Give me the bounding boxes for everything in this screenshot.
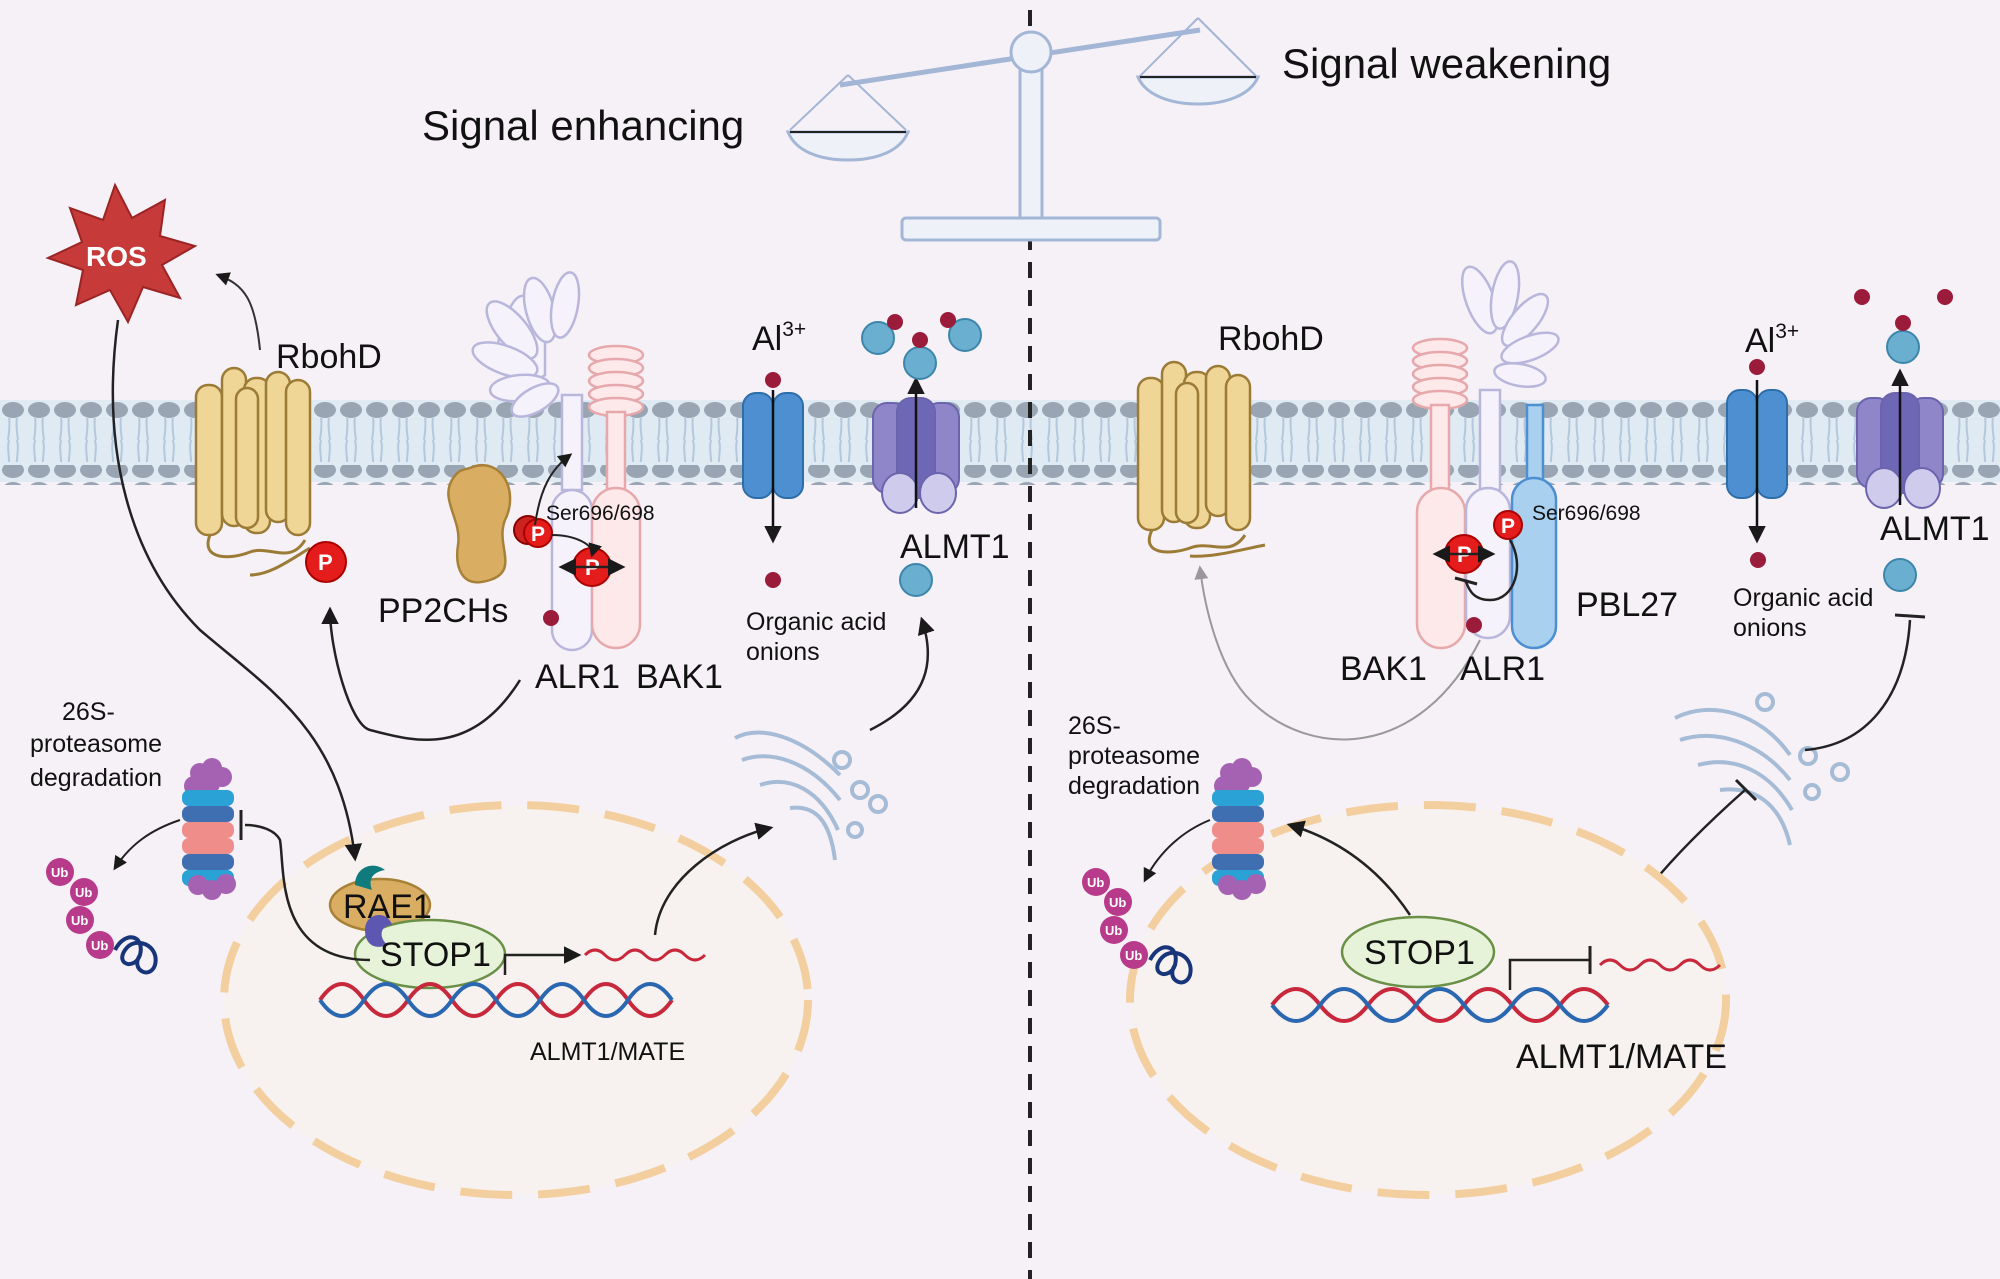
proteasome-right-icon — [1212, 758, 1266, 900]
arrow-ser-left — [551, 534, 602, 558]
inhibit-golgi-to-almt1-right — [1804, 619, 1912, 752]
bak1-left-label: BAK1 — [636, 658, 723, 696]
proteasome-right-1: 26S- — [1068, 712, 1121, 740]
ser-right-label: Ser696/698 — [1532, 502, 1641, 525]
anion-right-below — [1883, 558, 1917, 592]
svg-text:Ub: Ub — [51, 865, 68, 880]
proteasome-left-1: 26S- — [62, 698, 115, 726]
svg-text:Ub: Ub — [1087, 875, 1104, 890]
nucleus-right — [1126, 801, 1730, 1199]
inhibit-rae1-to-proteasome — [244, 823, 371, 962]
arrow-stop1-to-gene-left — [503, 946, 582, 975]
svg-text:Ub: Ub — [1105, 923, 1122, 938]
proteasome-right-2: proteasome — [1068, 742, 1200, 770]
phospho-pbl27: P — [1493, 510, 1523, 540]
organic-acid-left-1: Organic acid — [746, 608, 886, 636]
ros-label: ROS — [86, 241, 147, 272]
al-ion-left-top — [765, 372, 781, 388]
pbl27-label: PBL27 — [1576, 586, 1678, 624]
svg-text:P: P — [531, 523, 545, 546]
al-channel-left-icon — [742, 392, 804, 499]
bak1-right-receptor-icon — [1411, 337, 1469, 650]
organic-acid-left-2: onions — [746, 638, 820, 666]
al-ion-left-bottom — [765, 572, 781, 588]
inhibit-pbl27-to-bak1 — [1463, 539, 1519, 602]
organic-acid-right-1: Organic acid — [1733, 584, 1873, 612]
almt1-left-label: ALMT1 — [900, 528, 1010, 566]
arrow-pp2chs-up — [534, 453, 573, 526]
arrow-mrna-to-golgi-left — [653, 822, 774, 936]
arrow-alr1-to-rbohd-right — [1194, 565, 1481, 741]
golgi-right-icon — [1674, 692, 1850, 846]
stop1-right-label: STOP1 — [1364, 934, 1475, 972]
inhibit-gene-right — [1508, 958, 1590, 990]
almt1-left-icon — [872, 397, 960, 514]
proteasome-right-3: degradation — [1068, 772, 1200, 800]
alr1-left-receptor-icon — [471, 271, 594, 652]
rbohd-right-icon — [1136, 360, 1266, 558]
arrow-alr1-to-rbohd-left — [321, 606, 522, 742]
arrow-proteasome-to-ub-left — [113, 819, 181, 871]
al-right-label: Al3+ — [1745, 320, 1799, 360]
al-ion-right-top — [1749, 359, 1765, 375]
dna-right-icon — [1270, 987, 1610, 1023]
ros-burst-icon — [45, 182, 198, 325]
organic-acid-right-2: onions — [1733, 614, 1807, 642]
golgi-left-icon — [734, 730, 888, 861]
mrna-right — [1598, 958, 1722, 972]
al-ion-alr1-right — [1466, 617, 1482, 633]
arrow-rbohd-to-ros — [215, 272, 261, 351]
rae1-icon — [328, 865, 432, 933]
rbohd-left-icon — [194, 366, 312, 577]
arrow-stop1-to-proteasome-right — [1286, 820, 1412, 916]
alr1-right-label: ALR1 — [1460, 650, 1545, 688]
proteasome-left-3: degradation — [30, 764, 162, 792]
balance-scale-icon — [785, 17, 1261, 242]
ubiquitin-chain-left-icon: Ub Ub Ub Ub — [46, 858, 158, 975]
anion-cluster-right — [1854, 289, 1953, 364]
arrow-proteasome-to-ub-right — [1143, 819, 1211, 883]
pbl27-icon — [1510, 403, 1558, 650]
svg-text:P: P — [318, 550, 333, 575]
pp2chs-icon — [447, 464, 512, 584]
almt1-right-label: ALMT1 — [1880, 510, 1990, 548]
svg-text:Ub: Ub — [1109, 895, 1126, 910]
svg-text:Ub: Ub — [1125, 948, 1142, 963]
ser-left-label: Ser696/698 — [546, 502, 655, 525]
svg-text:Ub: Ub — [71, 913, 88, 928]
alr1-right-receptor-icon — [1460, 260, 1560, 640]
gene-left-label: ALMT1/MATE — [530, 1038, 685, 1066]
al-ion-alr1-left — [543, 610, 559, 626]
al-ion-right-bottom — [1750, 552, 1766, 568]
proteasome-left-2: proteasome — [30, 730, 162, 758]
mrna-left — [583, 948, 707, 962]
bak1-right-label: BAK1 — [1340, 650, 1427, 688]
anion-cluster-left — [861, 312, 982, 380]
svg-text:P: P — [1501, 515, 1515, 538]
proteasome-left-icon — [182, 758, 236, 900]
anion-left-below — [899, 563, 933, 597]
nucleus-left — [220, 801, 812, 1199]
alr1-left-label: ALR1 — [535, 658, 620, 696]
dna-left-icon — [318, 982, 674, 1018]
pp2chs-label: PP2CHs — [378, 592, 508, 630]
rbohd-right-label: RbohD — [1218, 320, 1324, 358]
gene-right-label: ALMT1/MATE — [1516, 1038, 1727, 1076]
title-signal-weakening: Signal weakening — [1282, 40, 1611, 87]
title-signal-enhancing: Signal enhancing — [422, 102, 744, 149]
ubiquitin-chain-right-icon: Ub Ub Ub Ub — [1082, 868, 1193, 985]
svg-text:Ub: Ub — [75, 885, 92, 900]
stop1-right-icon — [1340, 915, 1496, 989]
phospho-pp2chs: P — [513, 515, 553, 548]
al-left-label: Al3+ — [752, 318, 806, 358]
arrow-golgi-to-almt1-left — [869, 616, 935, 732]
stop1-left-label: STOP1 — [380, 936, 491, 974]
rbohd-left-label: RbohD — [276, 338, 382, 376]
arrow-ros-to-rae1 — [111, 319, 363, 862]
bak1-left-receptor-icon — [587, 344, 645, 650]
phospho-rbohd-left: P — [305, 541, 347, 583]
svg-text:Ub: Ub — [91, 938, 108, 953]
al-channel-right-icon — [1726, 389, 1788, 499]
